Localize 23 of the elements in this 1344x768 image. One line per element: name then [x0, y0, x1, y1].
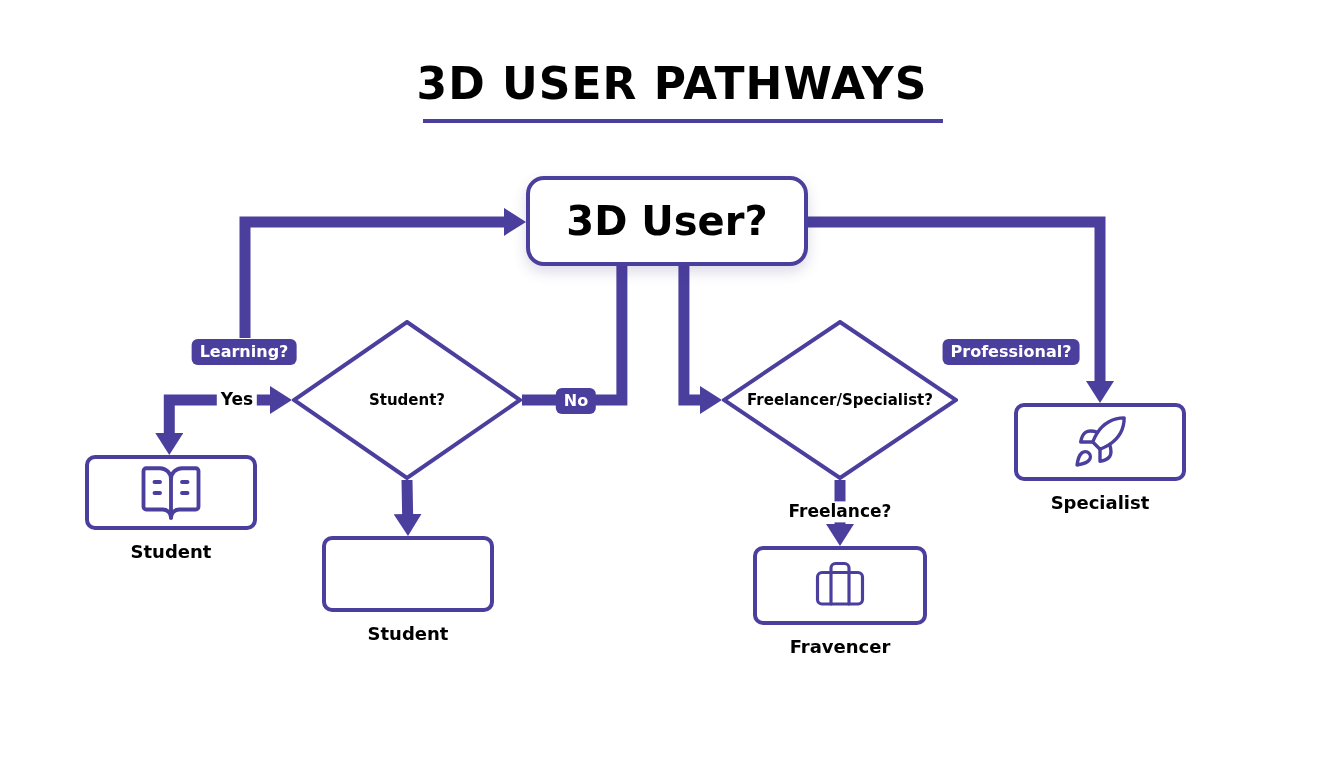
arrow: [678, 266, 722, 414]
node-label: Student: [130, 541, 212, 564]
arrow: [826, 480, 854, 546]
arrow: [808, 216, 1114, 403]
arrow: [155, 386, 292, 455]
edge-label: No: [555, 388, 597, 414]
arrow: [393, 479, 422, 537]
edge-label: Professional?: [942, 339, 1080, 365]
node-label: Freelancer/Specialist?: [747, 390, 933, 410]
icon-card: [85, 455, 257, 530]
title: 3D USER PATHWAYS: [416, 62, 928, 106]
node-label: Specialist: [1050, 492, 1150, 515]
node-label: Student?: [368, 390, 446, 410]
icon-card: [753, 546, 927, 625]
question-box: [526, 176, 808, 266]
empty-box: [322, 536, 494, 612]
edge-label: Learning?: [191, 339, 297, 365]
node-label: 3D User?: [566, 201, 768, 241]
node-label: Student: [367, 623, 449, 646]
node-label: Fravencer: [789, 636, 891, 659]
decision-diamond: [292, 320, 522, 480]
icon-card: [1014, 403, 1186, 481]
arrow: [239, 207, 526, 338]
